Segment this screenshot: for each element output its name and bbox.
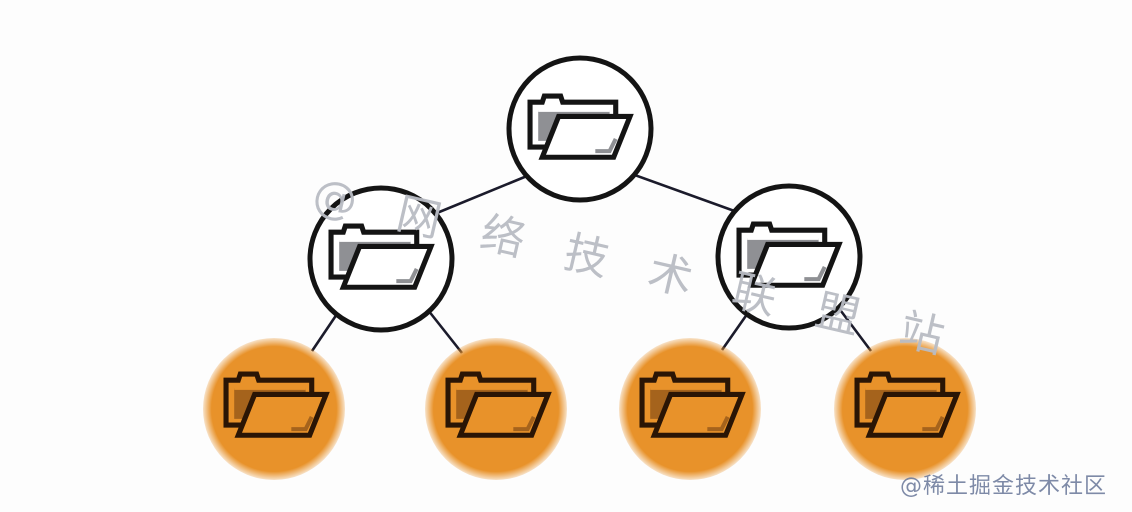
folder-icon	[739, 224, 839, 285]
node-leaf-1[interactable]	[203, 338, 345, 480]
edge-group	[310, 172, 873, 354]
folder-icon	[642, 374, 742, 435]
edge-branch-right-to-leaf-4	[836, 306, 873, 352]
folder-icon	[857, 374, 957, 435]
edge-root-to-branch-left	[431, 174, 528, 217]
node-branch-left[interactable]	[307, 185, 455, 333]
edge-branch-left-to-leaf-1	[310, 313, 339, 352]
node-leaf-2[interactable]	[425, 338, 567, 480]
node-leaf-4[interactable]	[834, 338, 976, 480]
folder-icon	[530, 96, 630, 157]
edge-branch-right-to-leaf-3	[720, 309, 752, 351]
node-leaf-3[interactable]	[619, 338, 761, 480]
node-root[interactable]	[506, 55, 654, 203]
node-branch-right[interactable]	[715, 183, 863, 331]
folder-icon	[331, 226, 431, 287]
folder-icon	[448, 374, 548, 435]
folder-icon	[226, 374, 326, 435]
edge-root-to-branch-right	[631, 172, 741, 215]
edge-branch-left-to-leaf-2	[426, 309, 464, 354]
